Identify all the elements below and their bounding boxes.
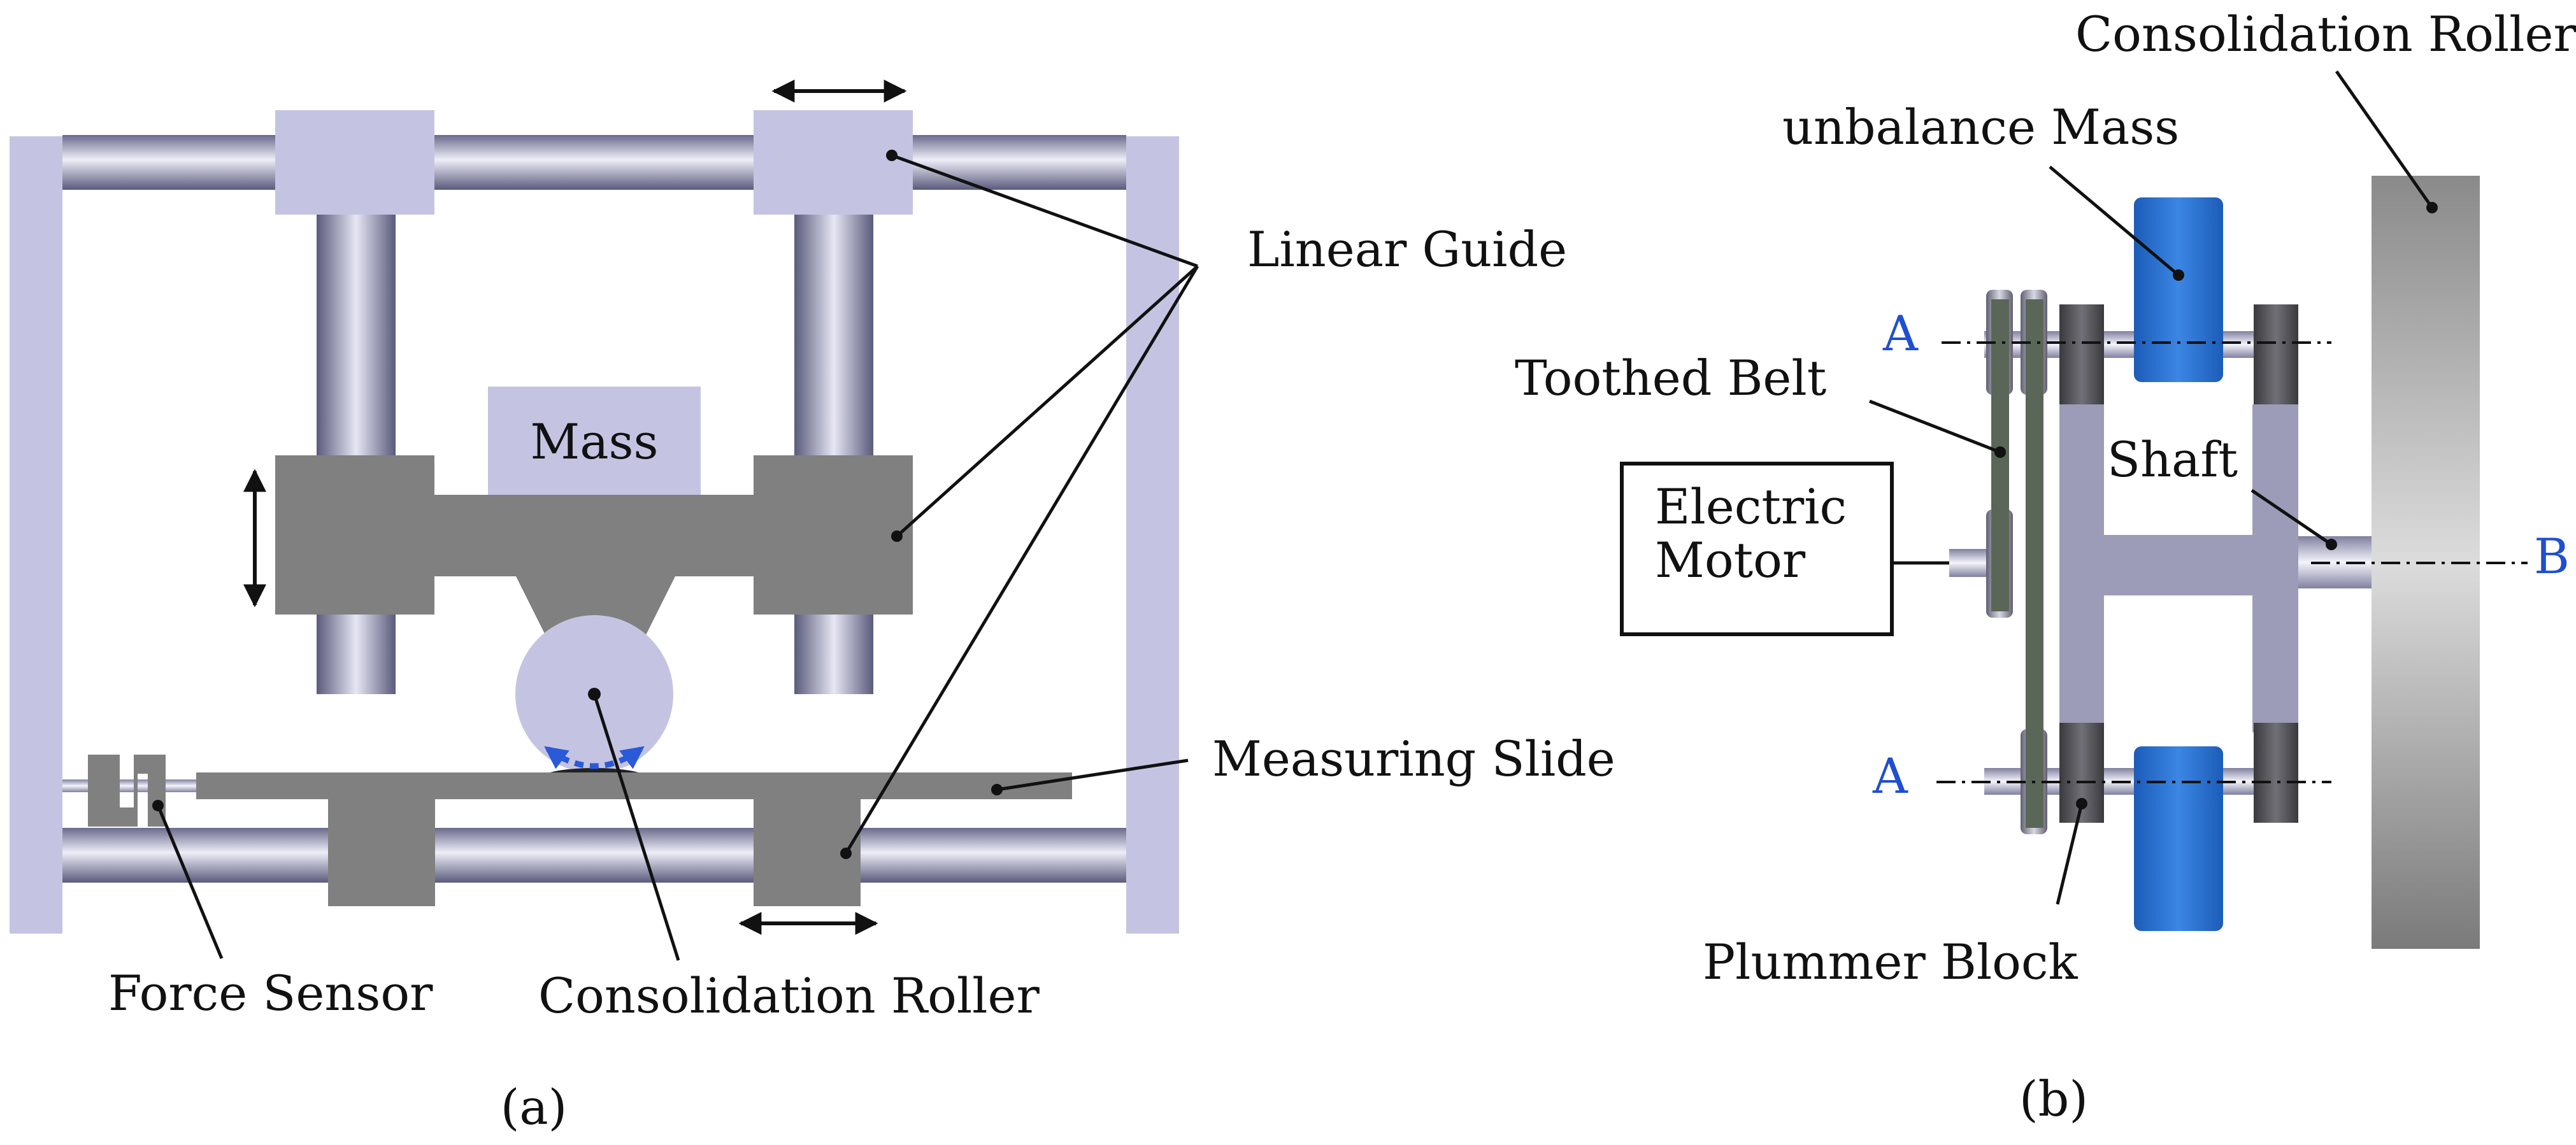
axis-a-bottom-label: A [1872,748,1908,804]
fs-dot [152,800,164,811]
panel-b: Electric Motor A A B Consolidation Rolle… [1515,6,2576,1127]
frame-left-post [10,136,62,934]
plummer-block-bottom-right [2254,723,2298,823]
consolidation-roller-label-b: Consolidation Roller [2075,6,2576,62]
caption-b: (b) [2019,1070,2088,1127]
rotation-arrow [544,746,645,769]
measuring-slide-leader [996,758,1189,792]
motor-shaft-stub [1949,549,1986,577]
shaft-dot [2326,539,2337,550]
toothed-belt-label: Toothed Belt [1515,350,1826,406]
mass-block [488,387,701,495]
linear-guide-leader-1 [891,153,1198,268]
electric-motor-box [1620,462,1894,636]
unbalance-mass-label: unbalance Mass [1782,99,2179,155]
electric-motor-label-line2: Motor [1655,532,1806,588]
top-carriage-right [754,110,913,215]
force-sensor [88,755,166,827]
lg-dot-1 [886,150,898,161]
plummer-block-top-right [2254,304,2298,404]
vertical-rod-right [794,210,873,694]
bottom-guide-rod [62,828,1126,883]
tb-dot [1994,446,2006,458]
force-sensor-label: Force Sensor [108,965,433,1021]
linear-guide-leader-3 [844,265,1199,855]
toothed-belt-leader [1869,399,2001,454]
h-carriage [275,455,913,640]
shaft-leader [2250,488,2333,546]
ms-dot [991,784,1003,795]
mass-label: Mass [530,413,658,470]
plummer-block-top-left [2059,304,2104,404]
measuring-slide [196,772,1072,799]
unbalance-mass-bottom [2134,746,2223,931]
lg-dot-2 [891,530,903,542]
axis-b-label: B [2534,528,2570,585]
linear-guide-label: Linear Guide [1247,221,1567,278]
plummer-block-label: Plummer Block [1703,934,2078,990]
vertical-rod-left [317,210,396,694]
slide-foot-left [328,799,435,906]
axis-a-top-label: A [1882,305,1919,362]
consolidation-roller-label-a: Consolidation Roller [538,967,1040,1024]
top-carriage-left [275,110,434,215]
electric-motor-label-line1: Electric [1655,478,1847,535]
toothed-belt-inner [2026,299,2043,828]
caption-a: (a) [501,1079,568,1135]
um-dot [2173,269,2184,281]
unbalance-mass-leader [2049,166,2180,276]
force-sensor-leader [156,805,224,959]
consolidation-roller-leader-b [2335,70,2434,209]
panel-a: Mass Linear Guide Measuring Slide Force [10,80,1615,1135]
sensor-rod [62,779,196,792]
linear-guide-leader-2 [896,265,1199,537]
plummer-block-leader [2056,803,2084,905]
h-frame [2059,404,2298,732]
cr-b-dot [2426,202,2438,213]
lg-dot-3 [840,848,852,859]
consolidation-roller-leader-a [592,693,680,961]
unbalance-mass-top [2134,197,2223,382]
frame-right-post [1126,136,1179,934]
pb-dot [2076,798,2087,809]
top-guide-rod [62,135,1126,190]
measuring-slide-label: Measuring Slide [1212,730,1615,787]
shaft-label: Shaft [2107,431,2238,488]
